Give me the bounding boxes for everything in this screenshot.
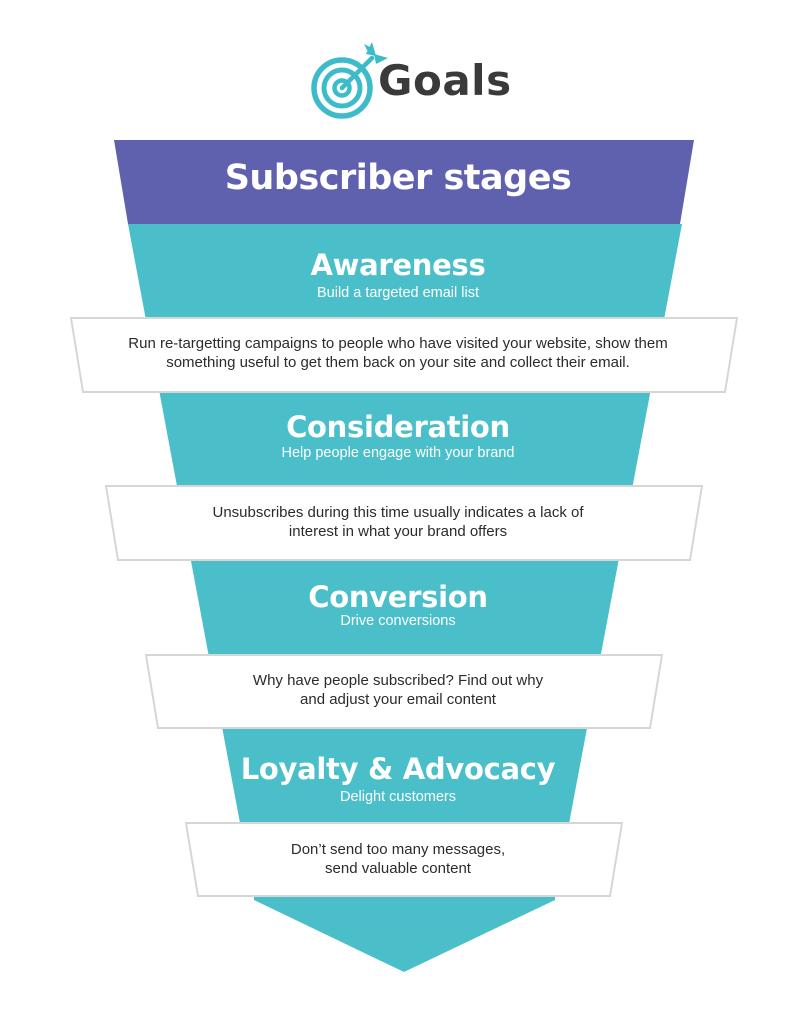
funnel-title: Subscriber stages [224,158,572,198]
target-arrow-icon [311,42,388,119]
note-box-conversion [144,654,664,729]
funnel-body [128,224,682,972]
note-line-awareness-2: something useful to get them back on you… [166,354,630,371]
stage-title-awareness: Awareness [310,248,486,282]
stage-subtitle-consideration: Help people engage with your brand [281,445,515,461]
stage-subtitle-awareness: Build a targeted email list [317,285,479,301]
note-line-consideration-2: interest in what your brand offers [288,523,508,540]
note-line-consideration-1: Unsubscribes during this time usually in… [212,504,584,521]
note-line-conversion-1: Why have people subscribed? Find out why [252,672,544,689]
note-box-consideration [104,485,704,561]
stage-title-loyalty: Loyalty & Advocacy [240,752,556,786]
logo-text: Goals [378,56,512,105]
note-line-loyalty-1: Don’t send too many messages, [290,841,506,858]
note-line-awareness-1: Run re-targetting campaigns to people wh… [128,335,668,352]
stage-title-consideration: Consideration [286,410,510,444]
stage-subtitle-conversion: Drive conversions [340,613,456,629]
stage-title-conversion: Conversion [308,580,488,614]
note-line-loyalty-2: send valuable content [325,860,471,877]
funnel-header-band [114,140,694,224]
note-line-conversion-2: and adjust your email content [300,691,496,708]
stage-subtitle-loyalty: Delight customers [339,789,457,805]
note-box-awareness [69,317,739,393]
note-box-loyalty [184,822,624,897]
